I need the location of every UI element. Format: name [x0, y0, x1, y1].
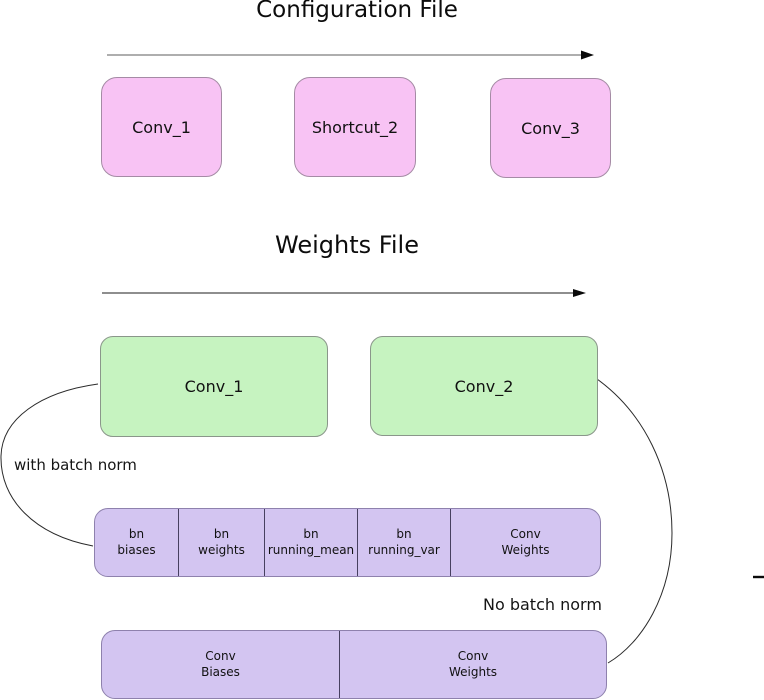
weights-arrow-right-icon [573, 289, 586, 297]
weights-node-conv2: Conv_2 [370, 336, 598, 436]
no-bn-cell-conv-weights-line2: Weights [448, 664, 498, 679]
with-batch-norm-label: with batch norm [14, 456, 137, 474]
no-bn-cell-conv-biases: Conv Biases [102, 631, 339, 698]
config-node-conv1: Conv_1 [101, 77, 222, 177]
configuration-file-title: Configuration File [256, 0, 458, 23]
config-arrow-right-icon [581, 50, 594, 60]
config-node-shortcut2: Shortcut_2 [294, 77, 416, 177]
weights-file-title: Weights File [275, 231, 419, 259]
no-bn-cell-conv-weights-line1: Conv [457, 648, 489, 663]
bn-cell-biases: bn biases [95, 509, 178, 576]
bn-weights-layout-strip: bn biases bn weights bn running_mean bn … [94, 508, 601, 577]
bn-cell-weights-line1: bn [213, 526, 230, 541]
bn-cell-weights: bn weights [178, 509, 264, 576]
bn-cell-running-mean-line1: bn [303, 526, 319, 541]
no-bn-cell-conv-weights: Conv Weights [339, 631, 606, 698]
weights-node-conv2-label: Conv_2 [454, 376, 514, 396]
config-node-conv3: Conv_3 [490, 78, 611, 178]
no-batch-norm-connector [596, 378, 673, 664]
bn-cell-biases-line2: biases [117, 542, 156, 557]
bn-cell-conv-weights-line2: Weights [501, 542, 550, 557]
no-batch-norm-label: No batch norm [483, 595, 602, 614]
no-bn-cell-conv-biases-line2: Biases [201, 664, 240, 679]
bn-cell-running-var-line2: running_var [368, 542, 440, 557]
bn-cell-running-mean-line2: running_mean [267, 542, 355, 557]
bn-cell-running-mean: bn running_mean [264, 509, 357, 576]
bn-cell-running-var: bn running_var [357, 509, 450, 576]
config-node-conv3-label: Conv_3 [521, 118, 580, 138]
no-bn-weights-layout-strip: Conv Biases Conv Weights [101, 630, 607, 699]
config-node-conv1-label: Conv_1 [132, 117, 191, 137]
bn-cell-conv-weights: Conv Weights [450, 509, 600, 576]
weights-node-conv1: Conv_1 [100, 336, 328, 437]
weights-node-conv1-label: Conv_1 [184, 377, 244, 396]
bn-cell-biases-line1: bn [128, 526, 145, 541]
config-node-shortcut2-label: Shortcut_2 [311, 117, 399, 137]
no-bn-cell-conv-biases-line1: Conv [205, 648, 236, 663]
bn-cell-weights-line2: weights [198, 542, 245, 557]
bn-cell-conv-weights-line1: Conv [510, 526, 541, 541]
bn-cell-running-var-line1: bn [396, 526, 412, 541]
